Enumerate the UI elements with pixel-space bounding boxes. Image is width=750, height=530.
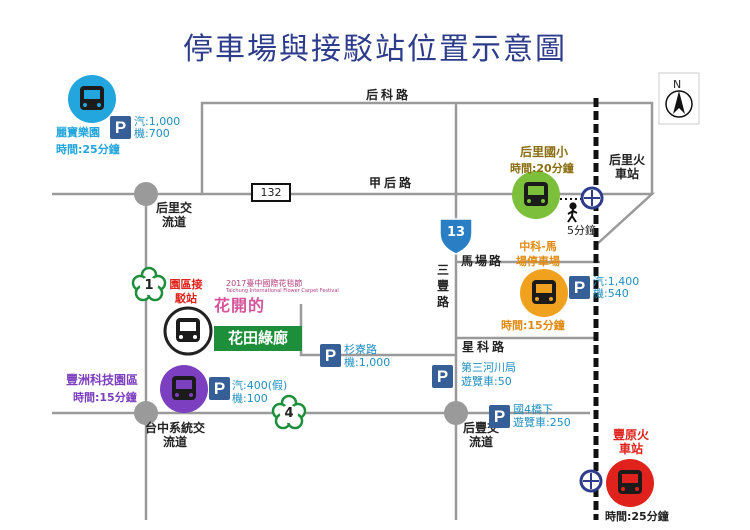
shuttle-stop-name: 后里國小 [520, 145, 569, 159]
road-label-jiahou: 甲后路 [369, 176, 415, 190]
bus-icon [520, 269, 568, 317]
bus-icon [160, 365, 208, 413]
shuttle-stop-time: 時間:25分鐘 [56, 143, 120, 156]
houli-interchange-label: 后里交流道 [155, 201, 192, 229]
festival-artwork: 花開的 [214, 296, 266, 315]
shuttle-stop-name: 豐洲科技園區 [66, 373, 139, 387]
festival-subtitle: Taichung International Flower Carpet Fes… [226, 288, 339, 294]
houli-station-label: 后里火車站 [608, 153, 645, 181]
parking-line: 遊覽車:50 [461, 375, 512, 388]
festival-name: 2017臺中國際花毯節 [226, 279, 303, 288]
train-icon [606, 459, 654, 507]
compass-north-label: N [673, 78, 682, 91]
shuttle-stop-time: 時間:15分鐘 [501, 319, 565, 332]
fengyuan-station-label: 豐原火車站 [612, 428, 649, 456]
road-label-xingke: 星科路 [462, 340, 508, 354]
parking-icon: P [209, 377, 230, 400]
fengyuan-time: 時間:25分鐘 [605, 510, 669, 523]
shuttle-stop-name: 麗寶樂園 [56, 126, 100, 139]
road-label-sanfeng: 三豐路 [437, 263, 450, 309]
houfeng-interchange-node [444, 401, 468, 425]
parking-line: 機:540 [593, 287, 629, 300]
shuttle-stop-time: 時間:15分鐘 [73, 391, 137, 404]
map-title: 停車場與接駁站位置示意圖 [183, 32, 567, 67]
parking-line: 杉寮路 [344, 343, 377, 356]
parking-line: 遊覽車:250 [513, 416, 571, 429]
road-label-machang: 馬場路 [461, 254, 504, 268]
venue-hub-label: 園區接駁站 [169, 278, 203, 305]
route-13-label: 13 [446, 225, 466, 240]
venue-bus-icon [163, 306, 213, 356]
walking-person-icon [567, 202, 578, 223]
parking-icon: P [432, 365, 453, 388]
parking-icon: P [320, 344, 341, 367]
gate-1-label: 1 [144, 278, 154, 293]
route-13-shield [439, 218, 473, 255]
gate-4-label: 4 [284, 406, 294, 421]
corridor-badge: 花田綠廊 [214, 326, 302, 351]
houli-interchange-node [134, 182, 158, 206]
parking-line: 機:100 [232, 392, 268, 405]
parking-icon: P [569, 276, 590, 299]
parking-icon: P [110, 116, 131, 139]
railway-station-icon [579, 469, 603, 493]
walk-time-label: 5分鐘 [567, 224, 596, 237]
festival-logo: 2017臺中國際花毯節 Taichung International Flowe… [202, 278, 339, 322]
taichung-interchange-node [134, 401, 158, 425]
route-132-label: 132 [260, 186, 282, 199]
road-sanliao [299, 304, 456, 357]
shuttle-stop-name: 中科-馬場停車場 [516, 240, 560, 268]
road-label-houke: 后科路 [366, 88, 412, 102]
gate-4-flower-icon [271, 394, 307, 430]
route-132-sign [251, 183, 291, 202]
parking-line: 機:700 [134, 127, 170, 140]
parking-line: 汽:1,400 [593, 275, 640, 288]
parking-line: 國4橋下 [513, 403, 553, 416]
shuttle-stop-time: 時間:20分鐘 [510, 162, 574, 175]
taichung-interchange-label: 台中系統交流道 [144, 421, 205, 449]
road-houke [200, 101, 654, 194]
bus-icon [68, 75, 116, 123]
parking-line: 汽:400(假) [232, 379, 288, 392]
parking-line: 汽:1,000 [134, 115, 181, 128]
bus-icon [512, 171, 560, 219]
parking-line: 機:1,000 [344, 356, 391, 369]
parking-line: 第三河川局 [461, 361, 516, 374]
parking-icon: P [489, 405, 510, 428]
compass-icon [658, 72, 700, 125]
gate-1-flower-icon [131, 266, 167, 302]
railway-station-icon [580, 186, 604, 210]
